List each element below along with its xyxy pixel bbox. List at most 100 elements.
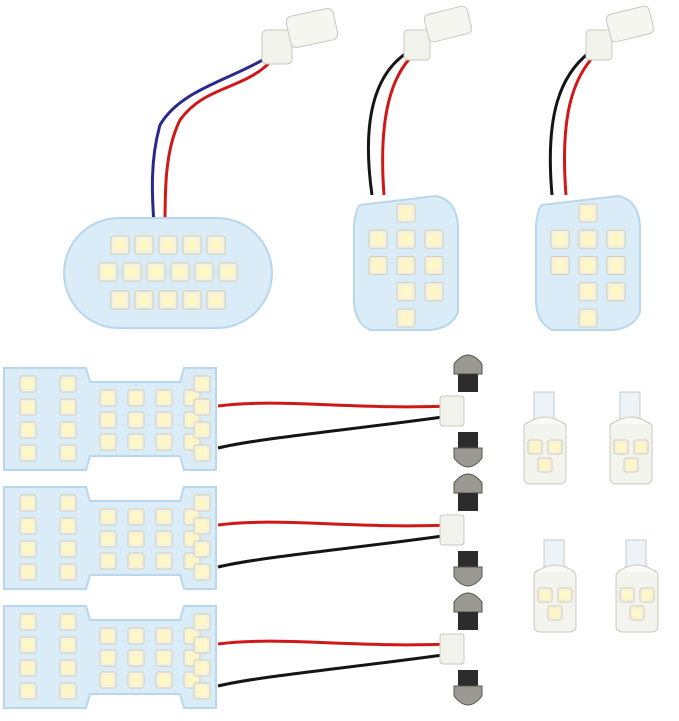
smd-led xyxy=(193,421,211,439)
smd-led xyxy=(59,421,77,439)
smd-led xyxy=(368,256,388,275)
smd-led xyxy=(59,659,77,677)
smd-led xyxy=(193,517,211,535)
t10-wedge-connector xyxy=(585,5,655,61)
smd-led xyxy=(193,375,211,393)
festoon-connector xyxy=(439,395,465,427)
smd-led xyxy=(134,290,154,310)
smd-led xyxy=(19,540,37,558)
smd-led xyxy=(578,256,598,275)
smd-led xyxy=(59,375,77,393)
smd-led xyxy=(194,262,214,282)
smd-led xyxy=(396,282,416,302)
smd-led xyxy=(98,262,118,282)
festoon-panel-3 xyxy=(3,592,483,709)
smd-led xyxy=(633,439,649,455)
smd-led xyxy=(59,444,77,462)
smd-led xyxy=(59,613,77,631)
wire-red xyxy=(163,58,274,226)
festoon-panel-1 xyxy=(3,354,483,471)
smd-led xyxy=(550,229,570,249)
smd-led xyxy=(155,671,173,689)
smd-led xyxy=(99,389,117,407)
smd-led xyxy=(424,229,444,249)
t10-bulb-3 xyxy=(533,539,577,633)
smd-led xyxy=(59,563,77,581)
smd-led xyxy=(99,508,117,526)
smd-led xyxy=(578,229,598,249)
smd-led xyxy=(19,613,37,631)
led-array xyxy=(19,375,211,462)
smd-led xyxy=(19,421,37,439)
smd-led xyxy=(619,587,635,603)
map-light-panel-2 xyxy=(535,5,655,331)
smd-led xyxy=(155,627,173,645)
t10-bulb-2 xyxy=(609,391,653,485)
smd-led xyxy=(127,530,145,548)
led-array xyxy=(19,613,211,700)
smd-led xyxy=(578,203,598,223)
smd-led xyxy=(127,411,145,429)
smd-led xyxy=(127,649,145,667)
smd-led xyxy=(206,290,226,310)
festoon-panels xyxy=(3,354,483,709)
t10-wedge-connector xyxy=(403,5,473,61)
festoon-panel-2 xyxy=(3,473,483,590)
festoon-connector xyxy=(439,514,465,546)
smd-led xyxy=(424,282,444,302)
smd-led xyxy=(193,494,211,512)
smd-led xyxy=(396,229,416,249)
smd-led xyxy=(537,587,553,603)
smd-led xyxy=(155,508,173,526)
map-light-panel-1 xyxy=(353,5,473,331)
smd-led xyxy=(193,682,211,700)
smd-led xyxy=(19,563,37,581)
smd-led xyxy=(134,235,154,255)
smd-led xyxy=(19,682,37,700)
smd-led xyxy=(59,398,77,416)
smd-led xyxy=(99,671,117,689)
smd-led xyxy=(206,235,226,255)
smd-led xyxy=(155,433,173,451)
smd-led xyxy=(629,605,645,621)
smd-led xyxy=(59,517,77,535)
smd-led xyxy=(19,517,37,535)
wire-black xyxy=(217,652,451,688)
smd-led xyxy=(396,203,416,223)
smd-led xyxy=(59,636,77,654)
led-array xyxy=(98,235,238,310)
smd-led xyxy=(606,282,626,302)
wire-red xyxy=(562,52,598,196)
smd-led xyxy=(182,235,202,255)
smd-led xyxy=(578,282,598,302)
smd-led xyxy=(396,308,416,328)
smd-led xyxy=(122,262,142,282)
smd-led xyxy=(547,605,563,621)
smd-led xyxy=(182,290,202,310)
t10-bulbs xyxy=(523,391,659,633)
t10-wedge-connector xyxy=(261,7,339,65)
wire-black xyxy=(217,414,451,450)
wire-black xyxy=(367,50,409,196)
wire-red xyxy=(217,520,451,528)
smd-led xyxy=(59,494,77,512)
smd-led xyxy=(606,256,626,275)
led-array xyxy=(550,203,626,328)
smd-led xyxy=(158,290,178,310)
festoon-cap xyxy=(453,592,483,706)
smd-led xyxy=(193,563,211,581)
smd-led xyxy=(99,411,117,429)
smd-led xyxy=(99,649,117,667)
smd-led xyxy=(127,671,145,689)
smd-led xyxy=(550,256,570,275)
wire-red xyxy=(381,52,416,196)
smd-led xyxy=(99,552,117,570)
smd-led xyxy=(368,229,388,249)
smd-led xyxy=(547,439,563,455)
smd-led xyxy=(578,308,598,328)
smd-led xyxy=(193,659,211,677)
smd-led xyxy=(127,389,145,407)
smd-led xyxy=(193,613,211,631)
